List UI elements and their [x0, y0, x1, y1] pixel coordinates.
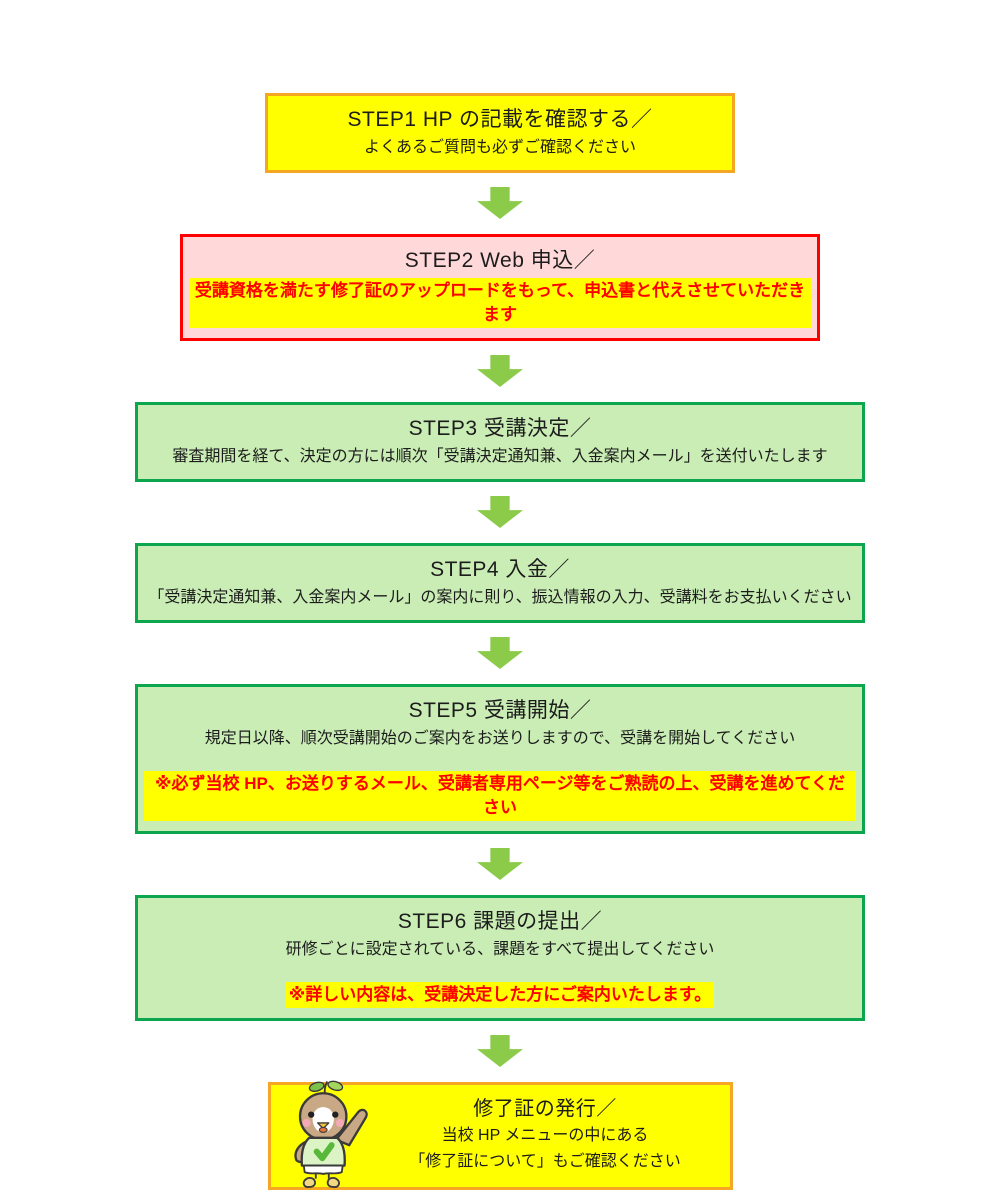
step3-note: 審査期間を経て、決定の方には順次「受講決定通知兼、入金案内メール」を送付いたしま…	[172, 448, 828, 465]
certificate-box: 修了証の発行／ 当校 HP メニューの中にある 「修了証について」もご確認くださ…	[267, 1080, 733, 1190]
step4-title: STEP4 入金／	[430, 558, 570, 581]
step5-note: 規定日以降、順次受講開始のご案内をお送りしますので、受講を開始してください	[204, 730, 796, 747]
step1-title: STEP1 HP の記載を確認する／	[347, 108, 653, 131]
step6-note: 研修ごとに設定されている、課題をすべて提出してください	[285, 941, 715, 958]
step1-note: よくあるご質問も必ずご確認ください	[363, 139, 636, 156]
down-arrow-icon	[477, 355, 523, 387]
step3-title: STEP3 受講決定／	[408, 417, 592, 440]
step3-box: STEP3 受講決定／ 審査期間を経て、決定の方には順次「受講決定通知兼、入金案…	[135, 402, 865, 482]
step6-box: STEP6 課題の提出／ 研修ごとに設定されている、課題をすべて提出してください…	[135, 895, 865, 1021]
step6-title: STEP6 課題の提出／	[397, 910, 603, 933]
down-arrow-icon	[477, 1035, 523, 1067]
bird-mascot-icon	[293, 1080, 368, 1188]
certificate-title: 修了証の発行／	[473, 1098, 617, 1120]
step4-box: STEP4 入金／ 「受講決定通知兼、入金案内メール」の案内に則り、振込情報の入…	[135, 543, 865, 623]
step5-box: STEP5 受講開始／ 規定日以降、順次受講開始のご案内をお送りしますので、受講…	[135, 684, 865, 834]
down-arrow-icon	[477, 187, 523, 219]
step2-alert-note: 受講資格を満たす修了証のアップロードをもって、申込書と代えさせていただきます	[189, 278, 811, 328]
down-arrow-icon	[477, 496, 523, 528]
certificate-note-1: 当校 HP メニューの中にある	[441, 1127, 649, 1144]
step1-box: STEP1 HP の記載を確認する／ よくあるご質問も必ずご確認ください	[265, 93, 735, 173]
down-arrow-icon	[477, 637, 523, 669]
step5-title: STEP5 受講開始／	[408, 699, 592, 722]
step5-alert-note: ※必ず当校 HP、お送りするメール、受講者専用ページ等をご熟読の上、受講を進めて…	[144, 771, 856, 821]
step4-note: 「受講決定通知兼、入金案内メール」の案内に則り、振込情報の入力、受講料をお支払い…	[148, 589, 852, 606]
step2-box: STEP2 Web 申込／ 受講資格を満たす修了証のアップロードをもって、申込書…	[180, 234, 820, 341]
step6-alert-note: ※詳しい内容は、受講決定した方にご案内いたします。	[285, 982, 715, 1008]
certificate-note-2: 「修了証について」もご確認ください	[409, 1153, 681, 1170]
step2-title: STEP2 Web 申込／	[404, 249, 596, 272]
down-arrow-icon	[477, 848, 523, 880]
